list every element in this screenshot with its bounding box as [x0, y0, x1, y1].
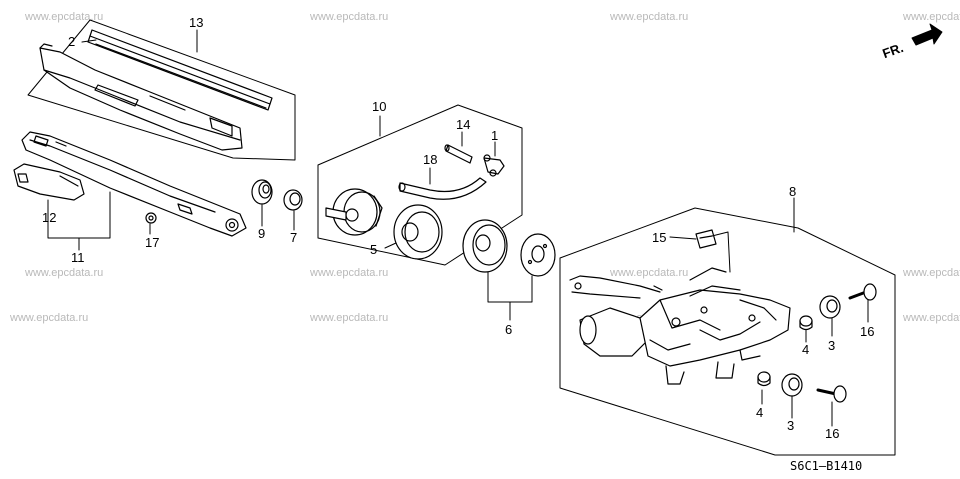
- wiper-arm: [21, 131, 247, 237]
- callout-1: 1: [491, 128, 498, 143]
- callout-11: 11: [71, 250, 85, 265]
- callout-15: 15: [652, 230, 666, 245]
- wiper-rubber-strip: [87, 29, 273, 111]
- callout-10: 10: [372, 99, 386, 114]
- bushing-4-lower: [757, 371, 771, 387]
- callout-18: 18: [423, 152, 437, 167]
- callout-3-lower: 3: [787, 418, 794, 433]
- watermark: www.epcdata.ru: [903, 267, 960, 279]
- cap-7: [283, 189, 303, 211]
- callout-4-upper: 4: [802, 342, 809, 357]
- callout-12: 12: [42, 210, 56, 225]
- callout-2: 2: [68, 34, 75, 49]
- watermark: www.epcdata.ru: [10, 312, 89, 324]
- bushing-4-upper: [799, 315, 813, 331]
- callout-4-lower: 4: [756, 405, 763, 420]
- hose-18: [398, 177, 487, 200]
- bolt-16-lower: [816, 385, 847, 403]
- callout-6: 6: [505, 322, 512, 337]
- callout-9: 9: [258, 226, 265, 241]
- leader-lines: [47, 29, 869, 427]
- mount-3-upper: [819, 295, 841, 319]
- grommet-9: [251, 179, 273, 205]
- callout-8: 8: [789, 184, 796, 199]
- nut-17: [145, 212, 157, 224]
- watermark: www.epcdata.ru: [903, 312, 960, 324]
- watermark: www.epcdata.ru: [25, 11, 104, 23]
- watermark: www.epcdata.ru: [25, 267, 104, 279]
- watermark: www.epcdata.ru: [310, 312, 389, 324]
- watermark: www.epcdata.ru: [610, 11, 689, 23]
- mount-3-lower: [781, 373, 803, 397]
- callout-3-upper: 3: [828, 338, 835, 353]
- wiper-blade: [39, 43, 243, 151]
- callout-5: 5: [370, 242, 377, 257]
- frame-blade-group: [27, 19, 296, 161]
- frame-seal-group: [317, 104, 523, 266]
- callout-7: 7: [290, 230, 297, 245]
- arrow-right-icon: [911, 23, 943, 46]
- wiper-motor: [569, 267, 791, 385]
- watermark: www.epcdata.ru: [610, 267, 689, 279]
- seal-assembly-10: [325, 188, 383, 236]
- clip-15: [695, 229, 717, 249]
- seal-6-plate: [520, 233, 556, 277]
- callout-16-lower: 16: [825, 426, 839, 441]
- nozzle-1: [483, 154, 505, 177]
- watermark: www.epcdata.ru: [310, 11, 389, 23]
- seal-6-ring: [462, 219, 508, 273]
- joint-14: [444, 144, 473, 164]
- direction-label: FR.: [880, 40, 905, 61]
- arm-cover-cap: [13, 163, 85, 201]
- callout-16-upper: 16: [860, 324, 874, 339]
- diagram-code: S6C1—B1410: [790, 459, 862, 473]
- callout-14: 14: [456, 117, 470, 132]
- callout-17: 17: [145, 235, 159, 250]
- watermark: www.epcdata.ru: [903, 11, 960, 23]
- frame-motor-group: [559, 207, 896, 456]
- seal-5: [393, 204, 443, 260]
- bolt-16-upper: [848, 283, 877, 301]
- watermark: www.epcdata.ru: [310, 267, 389, 279]
- callout-13: 13: [189, 15, 203, 30]
